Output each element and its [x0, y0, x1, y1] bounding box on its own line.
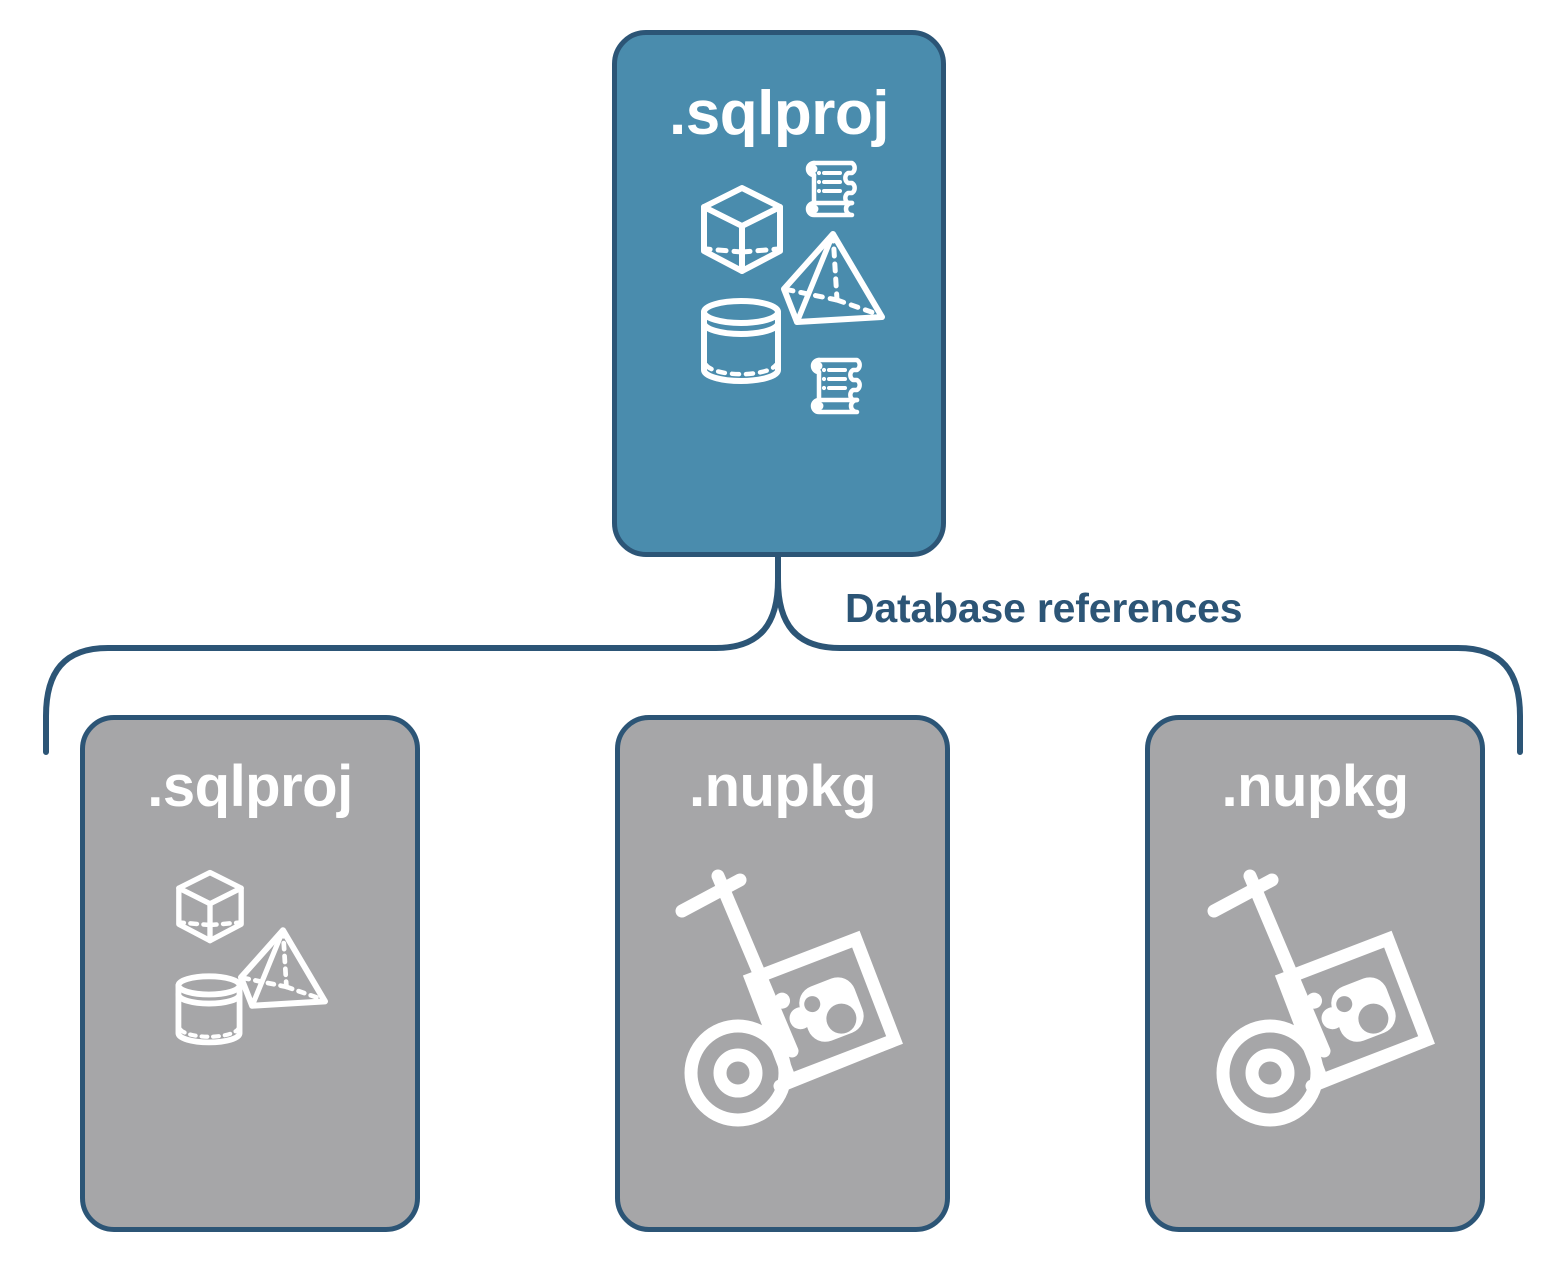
node-sqlproj-top[interactable]: .sqlproj [612, 30, 946, 557]
hand-truck-package-icon [1207, 869, 1435, 1127]
node-title: .nupkg [688, 754, 877, 819]
node-title: .sqlproj [669, 79, 889, 148]
cylinder-icon [701, 298, 781, 384]
cube-icon [701, 185, 783, 274]
node-artwork [85, 816, 415, 1227]
node-nupkg-ref-1[interactable]: .nupkg [615, 715, 950, 1232]
scroll-icon [810, 357, 862, 415]
pyramid-icon [781, 231, 885, 325]
node-title: .nupkg [1221, 754, 1409, 819]
hand-truck-package-icon [675, 869, 903, 1127]
node-artwork [617, 145, 941, 552]
node-nupkg-ref-2[interactable]: .nupkg [1145, 715, 1485, 1232]
brace-label: Database references [845, 585, 1243, 631]
pyramid-icon [238, 927, 328, 1009]
node-artwork [620, 816, 945, 1227]
cube-icon [176, 869, 244, 944]
node-title: .sqlproj [147, 754, 353, 819]
node-artwork [1150, 816, 1480, 1227]
scroll-icon [805, 160, 857, 218]
cylinder-icon [175, 973, 243, 1046]
node-sqlproj-ref[interactable]: .sqlproj [80, 715, 420, 1232]
